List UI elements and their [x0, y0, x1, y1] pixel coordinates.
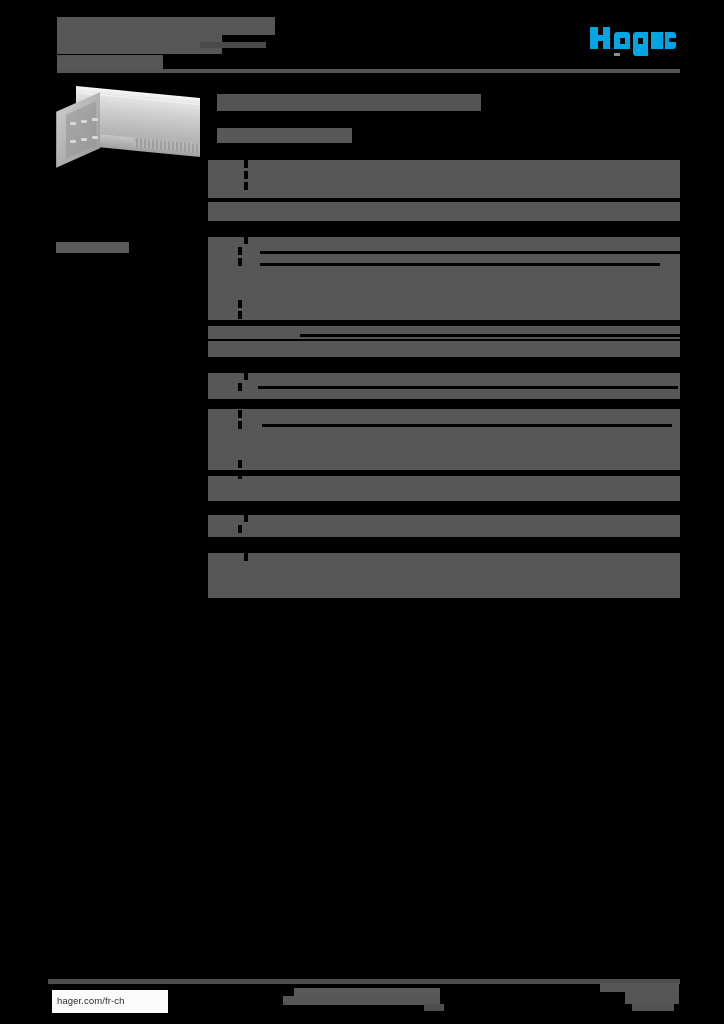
footer-center-line-2	[283, 996, 440, 1005]
spec-row-gap	[244, 171, 248, 179]
header-subtitle	[200, 42, 266, 48]
spec-row-gap	[258, 386, 678, 389]
header-divider	[57, 69, 680, 73]
sidebar-item-label	[56, 242, 129, 253]
spec-row-gap	[238, 247, 242, 255]
spec-row-gap	[208, 537, 680, 553]
spec-row-gap	[244, 553, 248, 561]
spec-row-gap	[260, 251, 680, 254]
footer-url-link[interactable]: hager.com/fr-ch	[52, 990, 168, 1013]
hager-logo[interactable]	[590, 26, 676, 56]
spec-row-gap	[244, 514, 248, 522]
spec-row-block	[208, 341, 680, 359]
spec-row-block	[208, 160, 680, 198]
footer-center-line-3	[424, 1004, 444, 1011]
footer-center-line-1	[294, 988, 440, 996]
spec-row-gap	[238, 383, 242, 391]
spec-row-block	[208, 553, 680, 598]
header-title-line-1	[57, 17, 275, 35]
spec-row-block	[208, 236, 680, 322]
spec-row-block	[208, 201, 680, 223]
footer-right-line-3	[632, 1004, 674, 1011]
spec-row-gap	[238, 525, 242, 533]
spec-row-gap	[208, 198, 680, 202]
spec-row-gap	[244, 160, 248, 168]
footer-right-line-1	[600, 983, 679, 992]
spec-row-gap	[238, 410, 242, 418]
spec-row-block	[208, 408, 680, 470]
spec-row-gap	[238, 311, 242, 319]
header-title-line-2	[57, 34, 222, 54]
spec-row-gap	[238, 300, 242, 308]
spec-row-gap	[244, 372, 248, 380]
footer-right-line-2	[625, 992, 679, 1004]
spec-row-gap	[208, 501, 680, 515]
header-title-line-3	[57, 55, 163, 72]
spec-row-block	[208, 514, 680, 537]
spec-row-gap	[238, 258, 242, 266]
spec-row-gap	[208, 598, 680, 604]
cable-trunking-product-photo	[54, 86, 201, 172]
footer-divider	[48, 979, 680, 984]
logo-registered-mark	[614, 53, 620, 56]
page-header	[0, 0, 724, 80]
spec-row-gap	[208, 470, 680, 476]
spec-row-gap	[208, 320, 680, 326]
footer-url-text: hager.com/fr-ch	[57, 996, 125, 1007]
spec-row-gap	[300, 334, 680, 337]
spec-row-gap	[262, 424, 672, 427]
page-subtitle	[217, 128, 352, 143]
page-title	[217, 94, 481, 111]
spec-row-gap	[238, 421, 242, 429]
spec-row-gap	[208, 357, 680, 373]
spec-row-gap	[244, 182, 248, 190]
spec-row-gap	[208, 221, 680, 237]
spec-row-gap	[208, 399, 680, 409]
spec-row-gap	[244, 236, 248, 244]
spec-row-gap	[238, 460, 242, 468]
spec-row-block	[208, 475, 680, 503]
spec-row-gap	[260, 263, 660, 266]
